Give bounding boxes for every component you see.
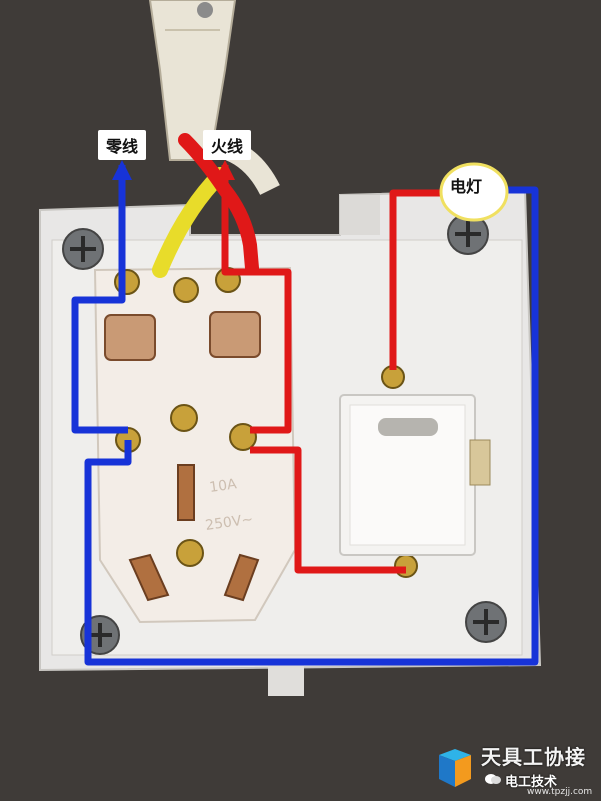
neutral-wire-diagram: [71, 165, 539, 666]
terminal-screws: [114, 267, 418, 578]
watermark-url: www.tpzjj.com: [527, 787, 593, 797]
live-arrow: [215, 160, 235, 180]
socket-body: 10A 250V~: [93, 266, 297, 624]
neutral-wire-label: 零线: [98, 130, 147, 160]
socket-slot-left: [104, 314, 156, 361]
lamp-highlight-ring: [439, 162, 509, 222]
watermark-title: 天具工协接: [481, 745, 586, 769]
wechat-icon: [485, 774, 501, 784]
socket-slot-lower-right: [223, 553, 260, 602]
socket-slot-earth: [177, 464, 195, 521]
watermark-account: 电工技术: [505, 775, 558, 790]
live-wire-label: 火线: [203, 130, 252, 160]
lamp-label: 电灯: [450, 177, 483, 196]
switch-indicator: [378, 418, 438, 436]
socket-slot-lower-left: [128, 553, 170, 602]
socket-slot-right: [209, 311, 261, 358]
socket-rating-voltage: 250V~: [204, 511, 254, 534]
light-switch: [339, 394, 491, 556]
watermark: 天具工协接 电工技术 www.tpzjj.com: [435, 741, 595, 797]
socket-rating-current: 10A: [208, 476, 238, 496]
live-wire-diagram: [221, 165, 450, 574]
neutral-arrow: [112, 160, 132, 180]
watermark-logo-icon: [439, 749, 471, 787]
